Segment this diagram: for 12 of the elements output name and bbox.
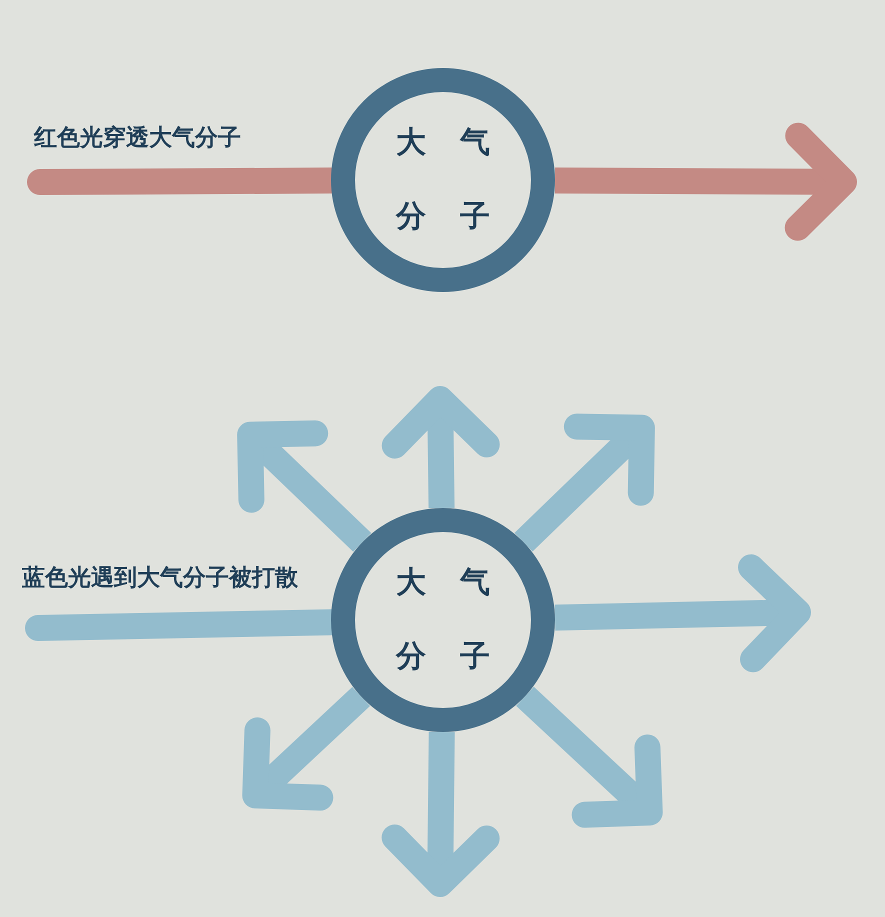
- molecule-circle: [331, 508, 555, 732]
- arrow: [382, 386, 500, 508]
- arrow: [554, 122, 857, 241]
- molecule-circle: [331, 68, 555, 292]
- arrow: [514, 414, 655, 552]
- arrow: [242, 686, 370, 811]
- arrow: [554, 554, 811, 672]
- circle-label: 大气分子: [394, 124, 525, 236]
- arrow: [382, 732, 500, 897]
- arrow: [516, 686, 663, 828]
- arrow: [237, 420, 372, 552]
- circle-label: 大气分子: [394, 564, 525, 676]
